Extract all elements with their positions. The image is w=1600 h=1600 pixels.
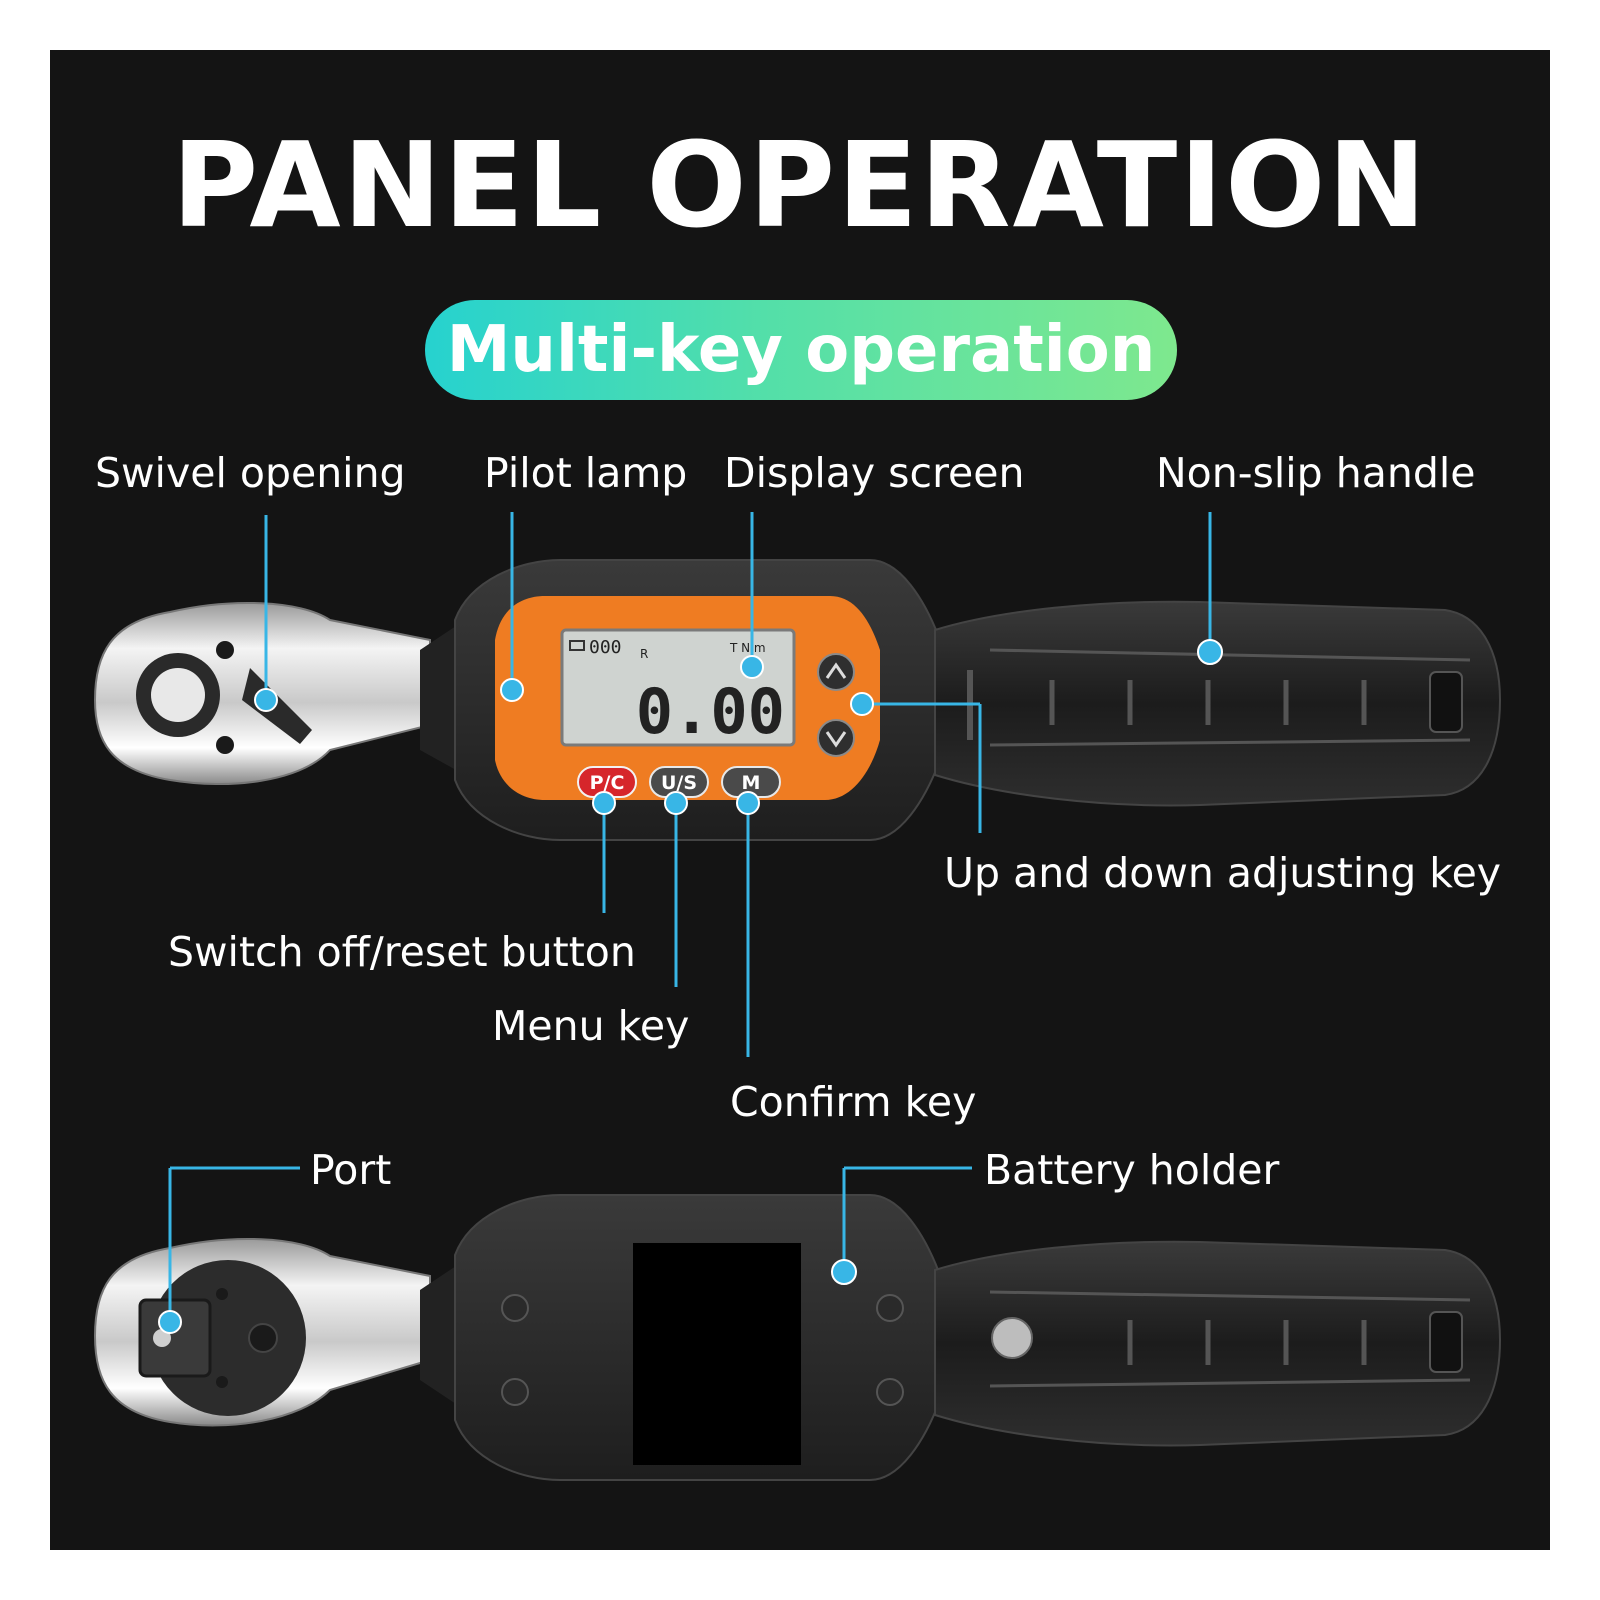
- label-switch-off-reset: Switch off/reset button: [168, 928, 636, 976]
- lcd-unit: T N.m: [729, 641, 766, 655]
- callout-dots: [158, 639, 1223, 1334]
- screw-icon: [876, 1294, 904, 1322]
- screw-icon: [876, 1378, 904, 1406]
- up-key-button[interactable]: [817, 653, 855, 691]
- battery-level-icon: [569, 640, 585, 651]
- bottom-wrench: [93, 1194, 1502, 1481]
- up-arrow-icon: [825, 662, 847, 679]
- lcd-screen: [560, 628, 796, 747]
- down-arrow-icon: [825, 731, 847, 748]
- hang-hole: [1429, 671, 1463, 733]
- label-menu-key: Menu key: [492, 1002, 690, 1050]
- lcd-mode-indicator: R: [640, 647, 648, 661]
- label-battery-holder: Battery holder: [984, 1146, 1280, 1194]
- label-display-screen: Display screen: [724, 449, 1025, 497]
- direction-lever: [242, 668, 312, 744]
- callout-lines: [168, 512, 1212, 1322]
- down-key-button[interactable]: [817, 719, 855, 757]
- us-key-label: U/S: [661, 772, 697, 794]
- lcd-top-left: 000: [589, 637, 622, 658]
- label-port: Port: [310, 1146, 392, 1194]
- screw-icon: [501, 1378, 529, 1406]
- label-non-slip-handle: Non-slip handle: [1156, 449, 1476, 497]
- battery-cover: [633, 1243, 801, 1465]
- swivel-ring-inner: [151, 668, 205, 722]
- m-key-label: M: [742, 772, 761, 794]
- page-title: PANEL OPERATION: [171, 116, 1429, 254]
- screw-icon: [501, 1294, 529, 1322]
- label-pilot-lamp: Pilot lamp: [484, 449, 688, 497]
- top-handle: [934, 600, 1502, 807]
- lcd-reading: 0.00: [636, 675, 785, 748]
- top-collar: [420, 620, 465, 775]
- label-swivel-opening: Swivel opening: [95, 449, 406, 497]
- subtitle-text: Multi-key operation: [446, 313, 1156, 387]
- label-up-down-key: Up and down adjusting key: [944, 849, 1502, 897]
- label-confirm-key: Confirm key: [730, 1078, 977, 1126]
- top-wrench: 000 R T N.m 0.00 P/C U/S M: [93, 559, 1502, 841]
- pc-key-label: P/C: [590, 772, 625, 794]
- handle-screw-icon: [991, 1317, 1033, 1359]
- subtitle-pill: Multi-key operation: [425, 300, 1177, 400]
- square-drive-port: [138, 1298, 212, 1378]
